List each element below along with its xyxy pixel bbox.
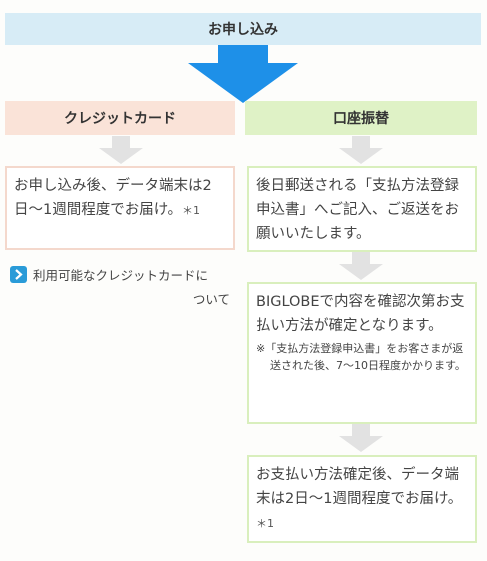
bank-step-form: 後日郵送される「支払方法登録申込書」へご記入、ご返送をお願いいたします。 <box>247 166 477 252</box>
bank-step-delivery: お支払い方法確定後、データ端末は2日〜1週間程度でお届け。 ＊1 <box>247 455 477 543</box>
credit-step-delivery-text: お申し込み後、データ端末は2日〜1週間程度でお届け。 <box>14 178 212 218</box>
bank-transfer-header: 口座振替 <box>245 101 477 135</box>
arrow-down-icon <box>339 424 383 452</box>
chevron-right-icon <box>10 266 27 283</box>
bank-step-confirm-text: BIGLOBEで内容を確認次第お支払い方法が確定となります。 <box>256 294 465 334</box>
application-header: お申し込み <box>5 13 481 45</box>
credit-card-link-text[interactable]: 利用可能なクレジットカードに <box>33 268 209 283</box>
credit-card-header: クレジットカード <box>5 101 235 135</box>
bank-step-confirm-note: ※「支払方法登録申込書」をお客さまが返送された後、7〜10日程度かかります。 <box>256 342 466 372</box>
arrow-down-icon <box>99 136 143 164</box>
credit-card-link-text-cont[interactable]: ついて <box>192 292 230 307</box>
footnote-mark: ＊1 <box>256 517 274 530</box>
bank-transfer-title: 口座振替 <box>333 111 389 127</box>
credit-card-title: クレジットカード <box>64 111 176 127</box>
footnote-mark: ＊1 <box>182 204 200 217</box>
bank-step-form-text: 後日郵送される「支払方法登録申込書」へご記入、ご返送をお願いいたします。 <box>256 178 459 242</box>
application-title: お申し込み <box>208 22 278 38</box>
arrow-down-icon <box>339 136 383 164</box>
arrow-down-icon <box>188 45 298 103</box>
bank-step-confirm: BIGLOBEで内容を確認次第お支払い方法が確定となります。 ※「支払方法登録申… <box>247 282 477 424</box>
credit-card-link[interactable]: 利用可能なクレジットカードに ついて <box>10 264 238 312</box>
arrow-down-icon <box>339 252 383 280</box>
bank-step-delivery-text: お支払い方法確定後、データ端末は2日〜1週間程度でお届け。 <box>256 467 463 507</box>
credit-step-delivery: お申し込み後、データ端末は2日〜1週間程度でお届け。＊1 <box>5 166 235 250</box>
